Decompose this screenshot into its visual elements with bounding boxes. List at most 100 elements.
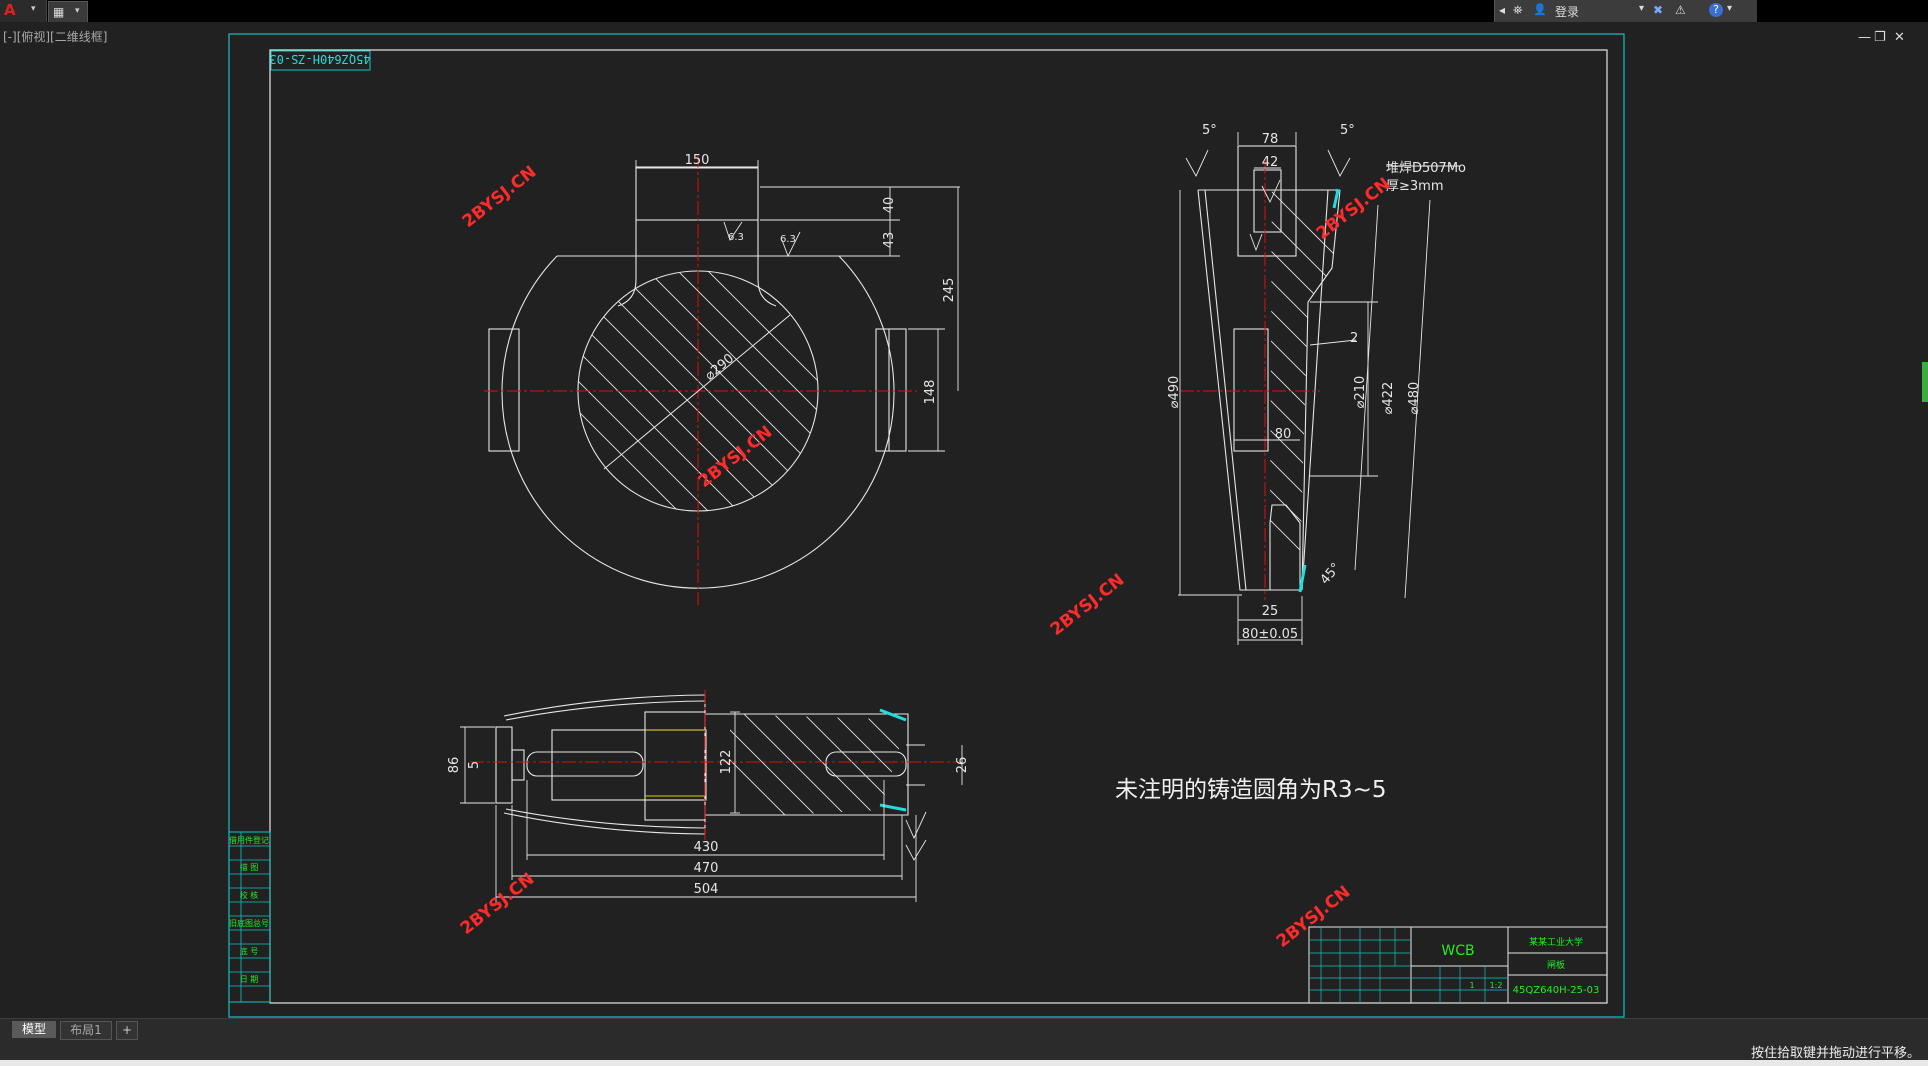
chevron-down-icon: ▾ — [75, 6, 80, 16]
part-name-label: 闸板 — [1547, 959, 1565, 971]
school-label: 某某工业大学 — [1529, 936, 1583, 948]
dim-80: 80 — [1275, 427, 1292, 442]
watermark: 2BYSJ.CN — [695, 422, 777, 492]
dim-80-tolerance: 80±0.05 — [1242, 627, 1298, 642]
title-block-grid — [1309, 927, 1508, 1003]
strip-label: 旧底图总号 — [229, 918, 269, 928]
tab-layout1[interactable]: 布局1 — [60, 1021, 112, 1040]
dim-148: 148 — [923, 380, 938, 405]
drawing-frame — [269, 49, 1608, 1004]
dim-40: 40 — [882, 197, 897, 214]
drawing-canvas[interactable]: [-][俯视][二维线框] — ❐ ✕ 45QZ640H-ZS-03 借用件登记… — [0, 22, 1928, 1024]
chevron-down-icon[interactable]: ▾ — [1727, 3, 1733, 14]
infocenter-toolbar: ◂ ⛯ 👤 登录 ▾ ✖ ⚠ ? ▾ — [1494, 0, 1757, 22]
dim-470: 470 — [694, 861, 719, 876]
autocad-logo-icon: A — [4, 1, 16, 19]
viewport-controls[interactable]: [-][俯视][二维线框] — [3, 30, 108, 44]
weld-overlay-bottom — [1298, 564, 1307, 593]
dim-dia-290: ⌀290 — [702, 351, 737, 383]
side-view — [1197, 145, 1341, 591]
watermark: 2BYSJ.CN — [459, 162, 541, 232]
dim-150: 150 — [685, 153, 710, 168]
bottom-strip — [0, 1060, 1928, 1066]
dim-245: 245 — [942, 278, 957, 303]
strip-label: 底 号 — [240, 946, 259, 956]
top-roughness — [905, 811, 927, 861]
dim-2: 2 — [1350, 331, 1358, 346]
add-layout-button[interactable]: + — [116, 1021, 138, 1040]
dim-42: 42 — [1262, 155, 1279, 170]
front-dim-text: 150 40 43 245 148 ⌀290 — [685, 153, 957, 404]
dim-dia-480: ⌀480 — [1407, 382, 1422, 415]
close-icon[interactable]: ✕ — [1894, 30, 1905, 45]
top-view — [495, 694, 925, 835]
exchange-icon[interactable]: ✖ — [1653, 3, 1664, 17]
casting-fillet-note: 未注明的铸造圆角为R3~5 — [1115, 777, 1387, 803]
side-dim-text: 5° 5° 78 42 2 ⌀210 ⌀422 ⌀480 ⌀490 80 25 … — [1167, 123, 1466, 642]
front-center-lines — [484, 155, 917, 605]
left-strip-grid — [229, 832, 270, 1002]
dim-504: 504 — [694, 882, 719, 897]
help-icon[interactable]: ? — [1709, 3, 1723, 17]
count-label: 1 — [1469, 981, 1474, 990]
dim-dia-490: ⌀490 — [1167, 376, 1182, 409]
scale-label: 1:2 — [1490, 981, 1503, 990]
weld-overlay-top2 — [1332, 189, 1340, 209]
dim-26: 26 — [955, 757, 970, 774]
weld-overlay-top-view — [879, 708, 907, 722]
tab-model[interactable]: 模型 — [12, 1021, 56, 1038]
top-hatch — [730, 714, 908, 818]
dim-430: 430 — [694, 840, 719, 855]
dim-86: 86 — [447, 757, 462, 774]
stamp-text: 45QZ640H-ZS-03 — [269, 52, 370, 66]
dim-dia-422: ⌀422 — [1381, 382, 1396, 415]
minimize-icon[interactable]: — — [1858, 30, 1871, 45]
application-menu-button[interactable]: A ▾ — [0, 0, 47, 22]
workspace-icon: ▦ — [53, 5, 65, 19]
svg-text:5°: 5° — [1202, 123, 1217, 138]
watermark: 2BYSJ.CN — [1047, 570, 1129, 640]
chevron-down-icon: ▾ — [31, 4, 36, 14]
login-button[interactable]: 登录 — [1555, 5, 1580, 19]
binoculars-icon[interactable]: ⛯ — [1513, 3, 1523, 17]
front-dimensions — [635, 160, 960, 452]
side-roughness — [1185, 149, 1351, 252]
left-strip-frame — [228, 831, 271, 1003]
nav-prev-icon[interactable]: ◂ — [1499, 3, 1506, 17]
weld-note-2: 厚≥3mm — [1386, 179, 1444, 194]
svg-text:5°: 5° — [1340, 123, 1355, 138]
nav-bar-indicator[interactable] — [1922, 362, 1928, 402]
cad-drawing: 45QZ640H-ZS-03 借用件登记 描 图 校 核 旧底图总号 底 号 日… — [228, 33, 1625, 1018]
strip-label: 借用件登记 — [229, 835, 269, 845]
watermark: 2BYSJ.CN — [457, 869, 539, 939]
dim-5: 5 — [467, 761, 482, 769]
drawing-number-stamp — [270, 50, 371, 71]
watermark: 2BYSJ.CN — [1273, 882, 1355, 952]
restore-icon[interactable]: ❐ — [1874, 30, 1886, 45]
svg-text:45°: 45° — [1318, 560, 1344, 587]
top-dim-text: 430 470 504 86 5 122 26 — [447, 750, 970, 897]
material-label: WCB — [1441, 943, 1474, 959]
side-hatch — [1270, 174, 1340, 594]
dim-25: 25 — [1262, 604, 1279, 619]
watermarks: 2BYSJ.CN 2BYSJ.CN 2BYSJ.CN 2BYSJ.CN 2BYS… — [457, 162, 1395, 952]
status-message: 按住拾取键并拖动进行平移。 — [1750, 1046, 1920, 1061]
dim-43: 43 — [882, 232, 897, 249]
svg-text:6.3: 6.3 — [780, 234, 796, 245]
quick-access-button[interactable]: ▦ ▾ — [48, 1, 88, 23]
side-dimensions — [1178, 132, 1460, 645]
roughness-symbols — [723, 221, 801, 258]
roughness-text: 6.3 6.3 — [728, 232, 796, 245]
layout-tabs-bar: 模型 布局1 + — [0, 1018, 1928, 1041]
watermark: 2BYSJ.CN — [1313, 174, 1395, 244]
strip-label: 描 图 — [240, 862, 259, 872]
strip-label: 日 期 — [240, 975, 259, 984]
chevron-down-icon[interactable]: ▾ — [1639, 3, 1645, 14]
dia-leader — [603, 314, 791, 470]
sheet-border — [228, 33, 1625, 1018]
app-store-icon[interactable]: ⚠ — [1675, 3, 1686, 17]
title-block-text: WCB 某某工业大学 闸板 45QZ640H-25-03 1:2 1 — [1441, 936, 1599, 996]
drawing-number-label: 45QZ640H-25-03 — [1513, 985, 1600, 996]
status-bar: 按住拾取键并拖动进行平移。 — [0, 1040, 1928, 1061]
dim-122: 122 — [719, 750, 734, 775]
